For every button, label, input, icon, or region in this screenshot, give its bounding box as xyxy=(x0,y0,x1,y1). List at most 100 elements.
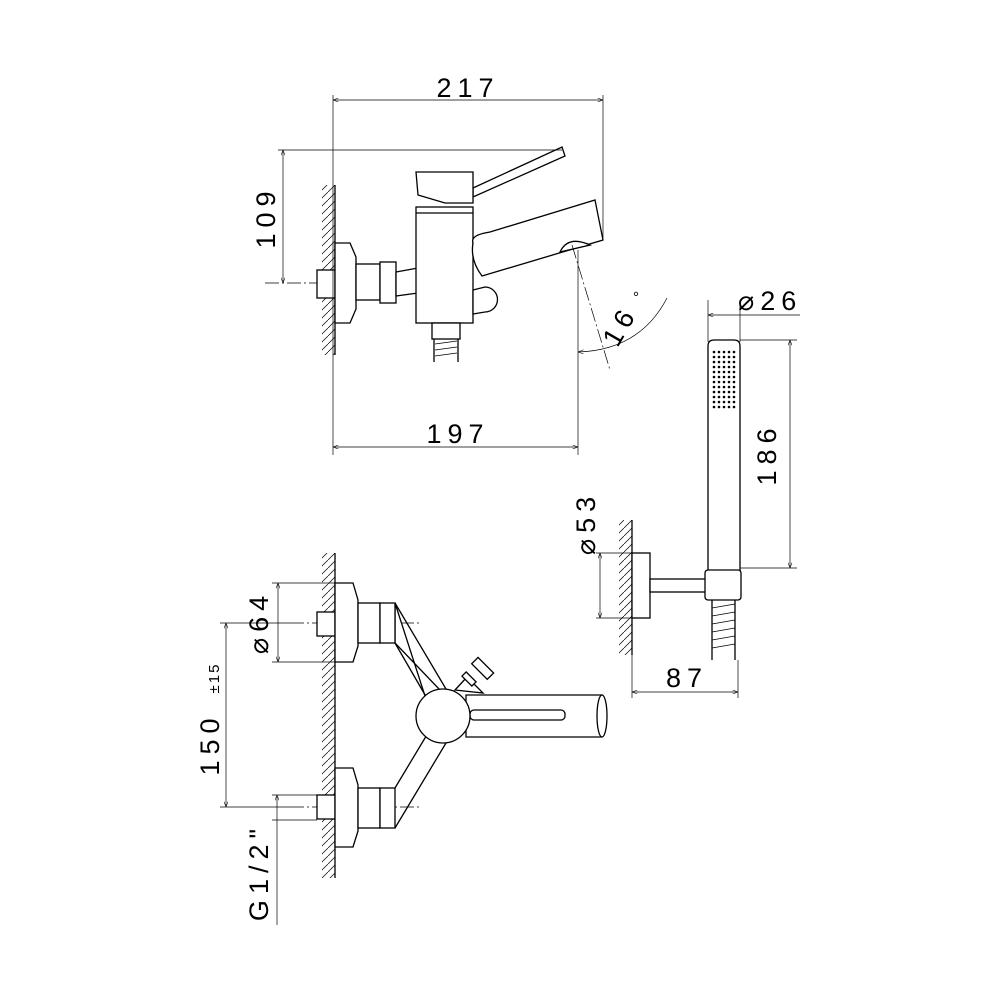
nozzle-dot xyxy=(727,395,731,399)
mixer-body xyxy=(415,688,471,744)
connector xyxy=(355,263,381,301)
holder-arm xyxy=(649,578,707,593)
nozzle-dot xyxy=(727,355,731,359)
nozzle-dot xyxy=(732,370,736,374)
handshower-handle xyxy=(707,339,741,579)
nozzle-dot xyxy=(722,375,726,379)
nozzle-dot xyxy=(717,395,721,399)
dim-150-tolerance: ±15 xyxy=(206,663,223,694)
hose xyxy=(433,339,459,362)
nozzle-dot xyxy=(712,360,716,364)
lever-slot xyxy=(469,709,566,721)
nozzle-dot xyxy=(732,390,736,394)
nozzle-dot xyxy=(732,365,736,369)
lower-arm xyxy=(394,732,447,829)
nozzle-dot xyxy=(717,350,721,354)
side-view: 217 109 197 16 ° xyxy=(251,73,668,455)
dim-217-label: 217 xyxy=(436,73,499,103)
hose-connector xyxy=(431,322,461,340)
nozzle-dot xyxy=(727,375,731,379)
nozzle-dot xyxy=(712,350,716,354)
nozzle-dot xyxy=(732,395,736,399)
nozzle-dot xyxy=(732,375,736,379)
nut xyxy=(379,261,397,304)
nozzle-dot xyxy=(732,385,736,389)
dim-87-label: 87 xyxy=(666,663,708,693)
nozzle-dot xyxy=(717,385,721,389)
nozzle-dot xyxy=(717,390,721,394)
nozzle-dot xyxy=(722,380,726,384)
dim-g12-label: G1/2" xyxy=(244,823,274,921)
nozzle-dot xyxy=(727,370,731,374)
nozzle-dot xyxy=(712,395,716,399)
dim-186-label: 186 xyxy=(752,422,782,485)
nozzle-dot xyxy=(717,360,721,364)
dim-16-label: 16 xyxy=(597,300,644,351)
nozzle-dot xyxy=(727,385,731,389)
nozzle-dot xyxy=(727,405,731,409)
escutcheon xyxy=(334,242,357,324)
nozzle-dot xyxy=(717,400,721,404)
nozzle-dot xyxy=(732,400,736,404)
nozzle-dot xyxy=(712,380,716,384)
nozzle-dot xyxy=(722,360,726,364)
nozzle-dot xyxy=(732,350,736,354)
nozzle-dot xyxy=(712,400,716,404)
nozzle-dot xyxy=(727,380,731,384)
nozzle-dot xyxy=(712,385,716,389)
nozzle-dot xyxy=(717,375,721,379)
spout xyxy=(471,199,604,277)
mixer-body xyxy=(415,206,474,324)
nozzle-dot xyxy=(717,380,721,384)
wall-hatching xyxy=(619,520,632,655)
dim-26-label: ⌀26 xyxy=(738,286,802,316)
lever xyxy=(472,146,566,199)
spray-nozzles xyxy=(712,350,736,409)
dim-53-label: ⌀53 xyxy=(571,491,601,555)
diverter-base xyxy=(453,676,485,694)
nozzle-dot xyxy=(727,350,731,354)
dim-109-label: 109 xyxy=(251,185,281,248)
diverter-knob xyxy=(470,656,495,681)
nozzle-dot xyxy=(722,390,726,394)
nozzle-dot xyxy=(717,365,721,369)
upper-inlet xyxy=(316,582,396,663)
nozzle-dot xyxy=(712,370,716,374)
nozzle-dot xyxy=(722,355,726,359)
top-view: ⌀64 150 ±15 G1/2" xyxy=(195,553,608,925)
hose xyxy=(711,600,736,660)
dim-64-label: ⌀64 xyxy=(244,590,274,654)
nozzle-dot xyxy=(712,390,716,394)
diverter-knob xyxy=(472,286,499,315)
nozzle-dot xyxy=(717,355,721,359)
wall-hatching xyxy=(322,553,335,878)
dim-197-label: 197 xyxy=(426,419,489,449)
dim-150-label: 150 xyxy=(195,712,225,775)
inlet-stub xyxy=(316,269,336,299)
nozzle-dot xyxy=(732,355,736,359)
nozzle-dot xyxy=(732,380,736,384)
holder-plate xyxy=(631,552,651,619)
nozzle-dot xyxy=(717,370,721,374)
nozzle-dot xyxy=(712,405,716,409)
nozzle-dot xyxy=(722,350,726,354)
nozzle-dot xyxy=(727,400,731,404)
nozzle-dot xyxy=(722,385,726,389)
nozzle-dot xyxy=(727,390,731,394)
aerator xyxy=(558,240,593,253)
cartridge-cap xyxy=(415,171,474,204)
nozzle-dot xyxy=(722,405,726,409)
nozzle-dot xyxy=(722,395,726,399)
nozzle-dot xyxy=(712,355,716,359)
nozzle-dot xyxy=(722,400,726,404)
nozzle-dot xyxy=(722,365,726,369)
nozzle-dot xyxy=(727,365,731,369)
nozzle-dot xyxy=(732,405,736,409)
degree-symbol: ° xyxy=(633,289,641,306)
handshower-view: ⌀26 186 ⌀53 87 xyxy=(571,286,802,698)
nozzle-dot xyxy=(717,405,721,409)
nozzle-dot xyxy=(712,365,716,369)
nozzle-dot xyxy=(732,360,736,364)
nozzle-dot xyxy=(727,360,731,364)
